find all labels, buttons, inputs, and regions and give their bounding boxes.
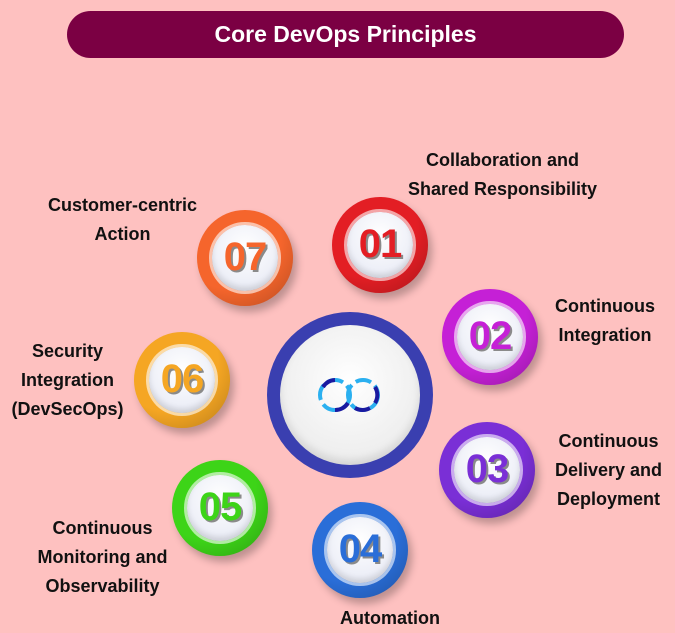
principle-number: 03 — [465, 447, 509, 492]
principle-number: 05 — [198, 485, 242, 530]
page-title: Core DevOps Principles — [67, 11, 624, 58]
center-hub — [267, 312, 433, 478]
label-04: Automation — [340, 608, 440, 628]
principle-node-05: 05 — [172, 460, 268, 556]
label-03: Continuous Delivery and Deployment — [554, 431, 663, 509]
principle-node-02: 02 — [442, 289, 538, 385]
principle-number: 01 — [358, 222, 402, 267]
principle-number: 02 — [468, 314, 512, 359]
principle-node-01: 01 — [332, 197, 428, 293]
principle-node-06: 06 — [134, 332, 230, 428]
principle-number: 07 — [223, 235, 267, 280]
principle-number: 06 — [160, 357, 204, 402]
infinity-icon — [318, 378, 380, 412]
principle-node-07: 07 — [197, 210, 293, 306]
principle-node-04: 04 — [312, 502, 408, 598]
label-02: Continuous Integration — [555, 296, 655, 345]
label-05: Continuous Monitoring and Observability — [37, 518, 168, 596]
label-07: Customer-centric Action — [47, 195, 198, 244]
principle-node-03: 03 — [439, 422, 535, 518]
label-01: Collaboration and Shared Responsibility — [407, 150, 598, 199]
label-06: Security Integration (DevSecOps) — [11, 341, 124, 419]
principle-number: 04 — [338, 527, 382, 572]
